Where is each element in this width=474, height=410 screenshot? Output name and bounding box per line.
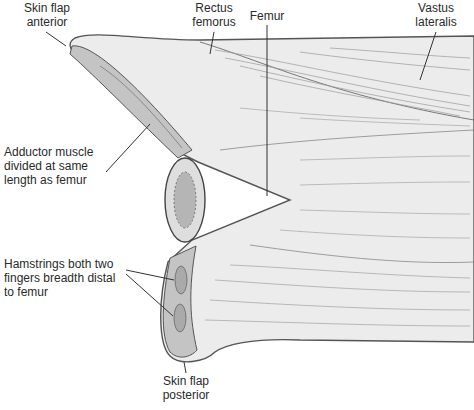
part-label: Hamstrings both two fingers breadth dist…: [4, 258, 126, 299]
part-label: Vastus lateralis: [404, 2, 468, 30]
femur-marrow: [174, 172, 196, 228]
leader-lines: [46, 25, 436, 373]
anterior-flap-cut: [70, 46, 192, 158]
part-label: Skin flap posterior: [155, 375, 217, 403]
femur-bone: [165, 158, 205, 242]
muscle-fibres: [205, 265, 470, 326]
adductor-cut: [100, 66, 182, 148]
part-label: Skin flap anterior: [8, 2, 86, 30]
part-label: Adductor muscle divided at same length a…: [4, 146, 106, 187]
muscle-fibres: [215, 48, 470, 116]
posterior-flap-cut: [163, 246, 197, 357]
muscle-boundary: [200, 42, 474, 120]
thigh-body: [70, 35, 474, 362]
hamstring-cut: [175, 266, 187, 294]
muscle-fibres: [240, 108, 470, 238]
part-label: Rectus femorus: [184, 2, 244, 30]
muscle-boundary: [250, 245, 474, 263]
part-label: Femur: [244, 10, 290, 24]
muscle-boundary: [220, 130, 474, 150]
hamstring-cut: [174, 304, 186, 332]
